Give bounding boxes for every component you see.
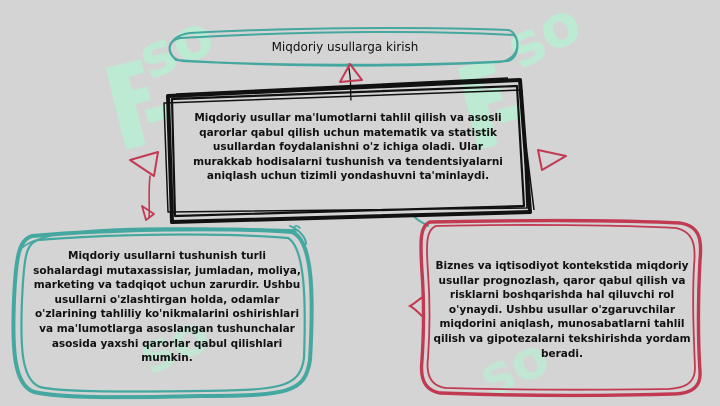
triangle-marker [141, 205, 155, 221]
diagram-title: Miqdoriy usullarga kirish [271, 40, 419, 54]
right-box [407, 218, 703, 398]
triangle-marker [537, 149, 567, 171]
triangle-marker [129, 151, 159, 177]
triangle-marker [339, 63, 363, 83]
left-box [11, 225, 314, 400]
left-box-text: Miqdoriy usullarni tushunish turli sohal… [33, 250, 301, 365]
connector-center-left [148, 175, 151, 219]
title-pill [168, 27, 519, 67]
center-box-text: Miqdoriy usullar ma'lumotlarni tahlil qi… [193, 112, 503, 183]
center-box [163, 77, 535, 224]
right-box-text: Biznes va iqtisodiyot kontekstida miqdor… [433, 260, 691, 360]
